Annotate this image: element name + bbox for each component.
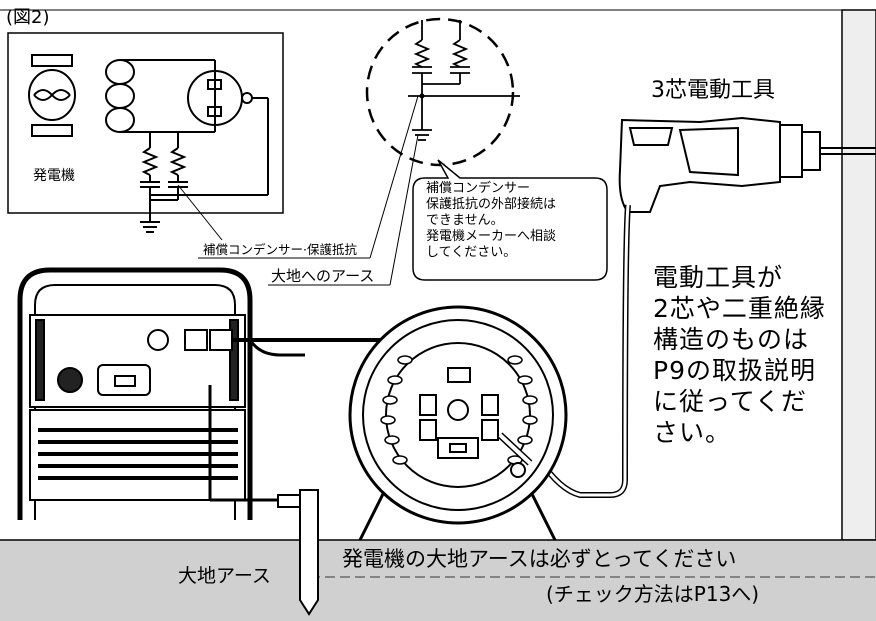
callout-line: 補償コンデンサー: [426, 181, 531, 196]
side-note-line: に従ってくだ: [653, 387, 808, 416]
figure-label: (図2): [6, 7, 50, 28]
side-note-line: さい。: [653, 418, 732, 447]
side-note-line: P9の取扱説明: [653, 356, 816, 385]
callout-line: してください。: [426, 245, 517, 260]
generator-unit: [17, 267, 410, 616]
ground-instruction: 発電機の大地アースは必ずとってください: [342, 547, 737, 571]
ground-label: 大地アース: [178, 565, 271, 587]
capacitor-resistor-label: 補償コンデンサー·保護抵抗: [203, 242, 357, 257]
check-method-note: (チェック方法はP13へ): [546, 582, 760, 606]
callout-line: できません。: [426, 213, 504, 228]
cord-reel: [348, 305, 568, 541]
tool-title: 3芯電動工具: [651, 78, 775, 103]
ground-floor: [0, 539, 876, 621]
side-note-line: 構造のものは: [653, 325, 810, 354]
callout-text: 補償コンデンサー 保護抵抗の外部接続は できません。 発電機メーカーへ相談 して…: [426, 181, 556, 261]
callout-line: 発電機メーカーへ相談: [426, 229, 557, 244]
earth-connection-label: 大地へのアース: [271, 267, 375, 285]
generator-symbol: [28, 54, 269, 233]
reel-slots: [380, 355, 538, 465]
generator-label: 発電機: [33, 168, 75, 184]
side-note-line: 電動工具が: [653, 263, 784, 292]
inset-circuit-box: [7, 32, 284, 241]
side-note-line: 2芯や二重絶縁: [653, 294, 826, 323]
power-tool-drill: [537, 116, 876, 498]
background-wall: [0, 9, 876, 541]
callout-line: 保護抵抗の外部接続は: [426, 197, 557, 212]
generator-vent-grille: [38, 428, 238, 480]
side-note: 電動工具が 2芯や二重絶縁 構造のものは P9の取扱説明 に従ってくだ さい。: [653, 262, 838, 448]
magnified-circle: [365, 17, 520, 167]
callout-bubble: [412, 159, 608, 281]
leader-lines: [198, 95, 419, 286]
